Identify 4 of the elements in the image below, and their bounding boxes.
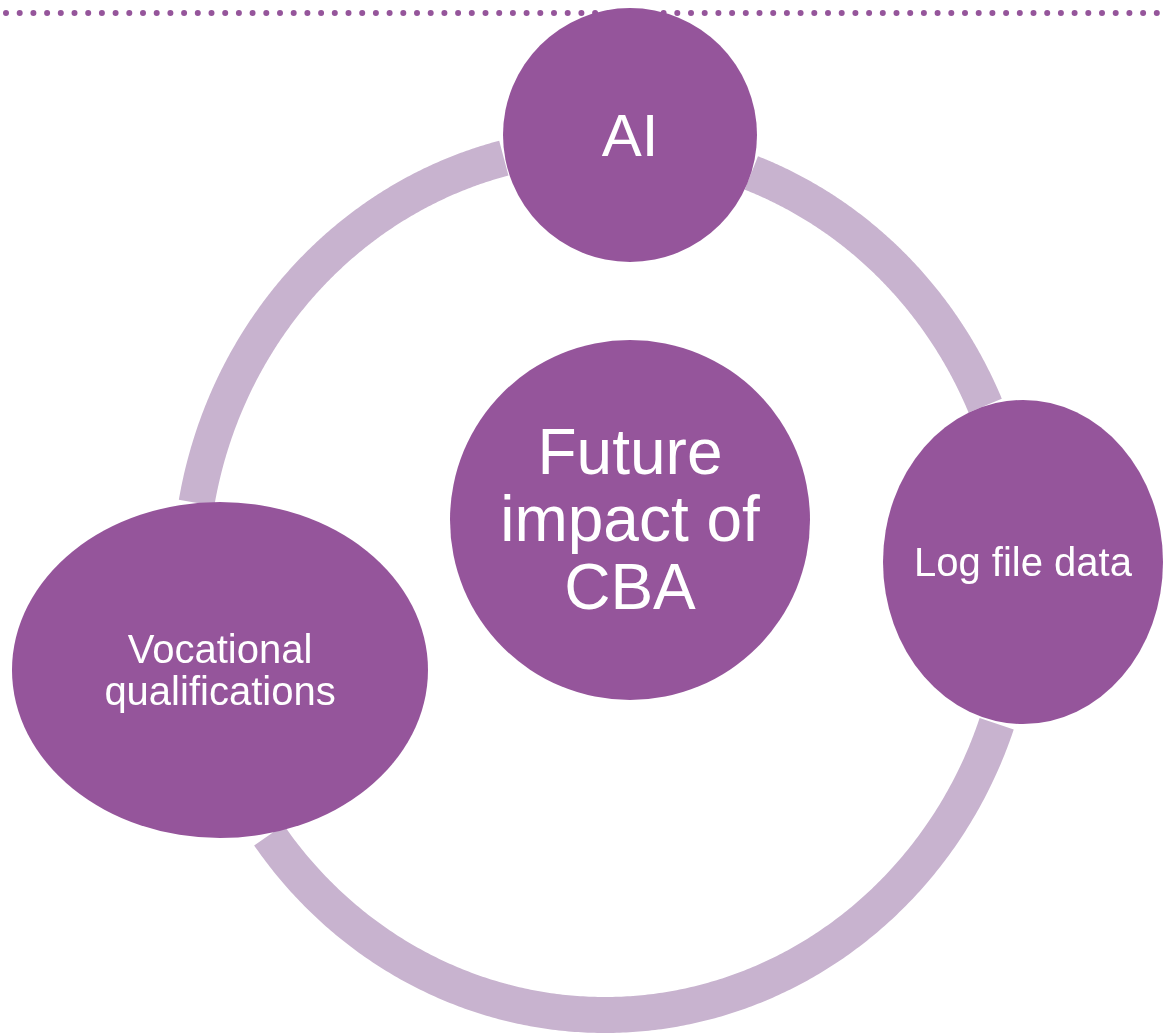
node-label: Vocational qualifications xyxy=(103,628,337,712)
node-label: Future impact of CBA xyxy=(500,419,760,621)
node-label: Log file data xyxy=(913,541,1133,583)
node-label: AI xyxy=(600,103,660,167)
